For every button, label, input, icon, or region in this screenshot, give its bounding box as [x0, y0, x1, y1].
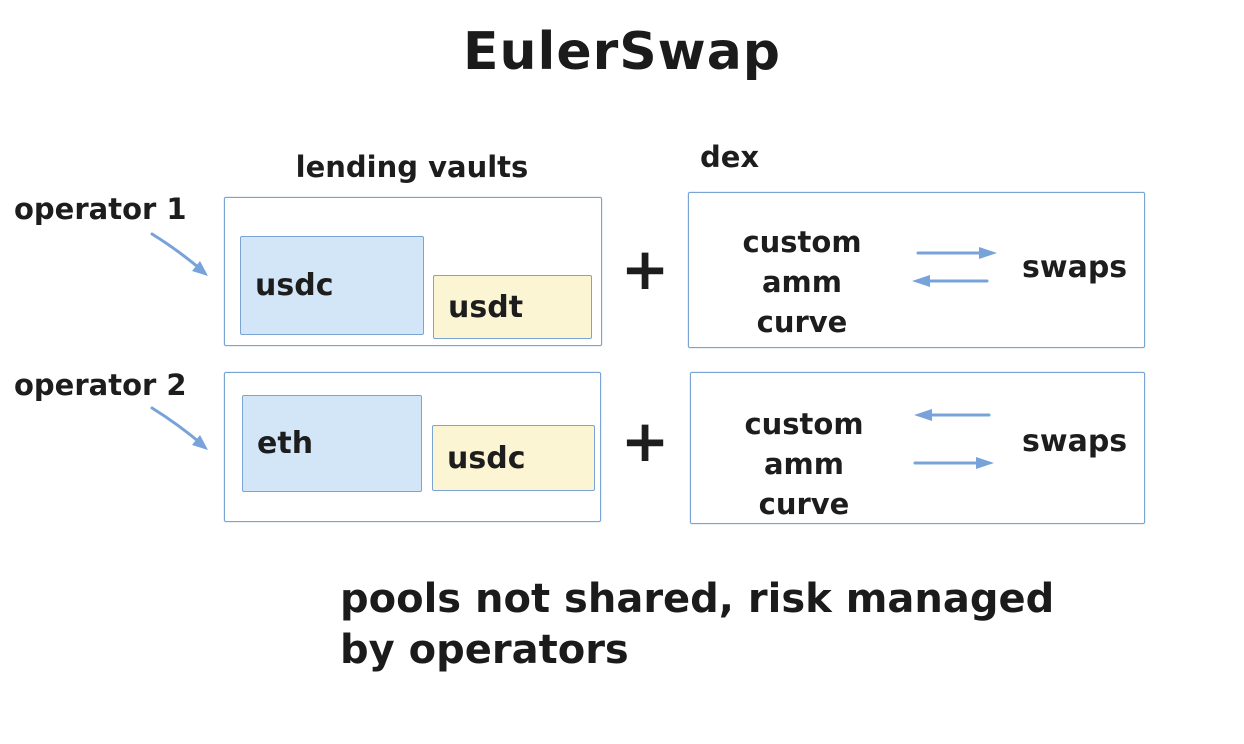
vault-box-usdc-2: usdc — [432, 425, 595, 491]
amm-curve-label-1: custom amm curve — [710, 222, 894, 342]
vault-box-usdt: usdt — [433, 275, 592, 339]
amm-line-1: custom amm — [744, 407, 864, 481]
amm-line-1: custom amm — [742, 225, 862, 299]
caption-line-1: pools not shared, risk managed — [340, 576, 1055, 622]
dex-box-2 — [690, 372, 1145, 524]
swap-arrow-right-icon — [913, 457, 994, 469]
caption: pools not shared, risk managed by operat… — [340, 574, 1054, 676]
dex-label: dex — [700, 140, 760, 174]
lending-vaults-label: lending vaults — [295, 150, 529, 184]
vault-label: usdc — [255, 268, 334, 303]
amm-line-2: curve — [756, 305, 848, 339]
amm-curve-label-2: custom amm curve — [712, 404, 896, 524]
plus-sign-1: + — [620, 235, 670, 303]
operator-2-arrow-icon — [150, 406, 208, 450]
amm-line-2: curve — [758, 487, 850, 521]
caption-line-2: by operators — [340, 627, 629, 673]
operator-2-label: operator 2 — [14, 368, 187, 402]
swap-arrow-left-icon — [914, 409, 991, 421]
swaps-label-1: swaps — [1022, 250, 1128, 285]
swaps-label-2: swaps — [1022, 424, 1128, 459]
vault-label: usdc — [447, 440, 526, 476]
vault-label: eth — [257, 426, 314, 461]
page-title: EulerSwap — [462, 22, 782, 82]
operator-1-label: operator 1 — [14, 192, 187, 226]
swap-arrow-right-icon — [916, 247, 997, 259]
vault-box-eth: eth — [242, 395, 422, 492]
dex-box-1 — [688, 192, 1145, 348]
plus-sign-2: + — [620, 407, 670, 475]
vault-box-usdc-1: usdc — [240, 236, 424, 335]
vault-label: usdt — [448, 289, 524, 325]
swap-arrow-left-icon — [912, 275, 989, 287]
operator-1-arrow-icon — [150, 232, 208, 276]
